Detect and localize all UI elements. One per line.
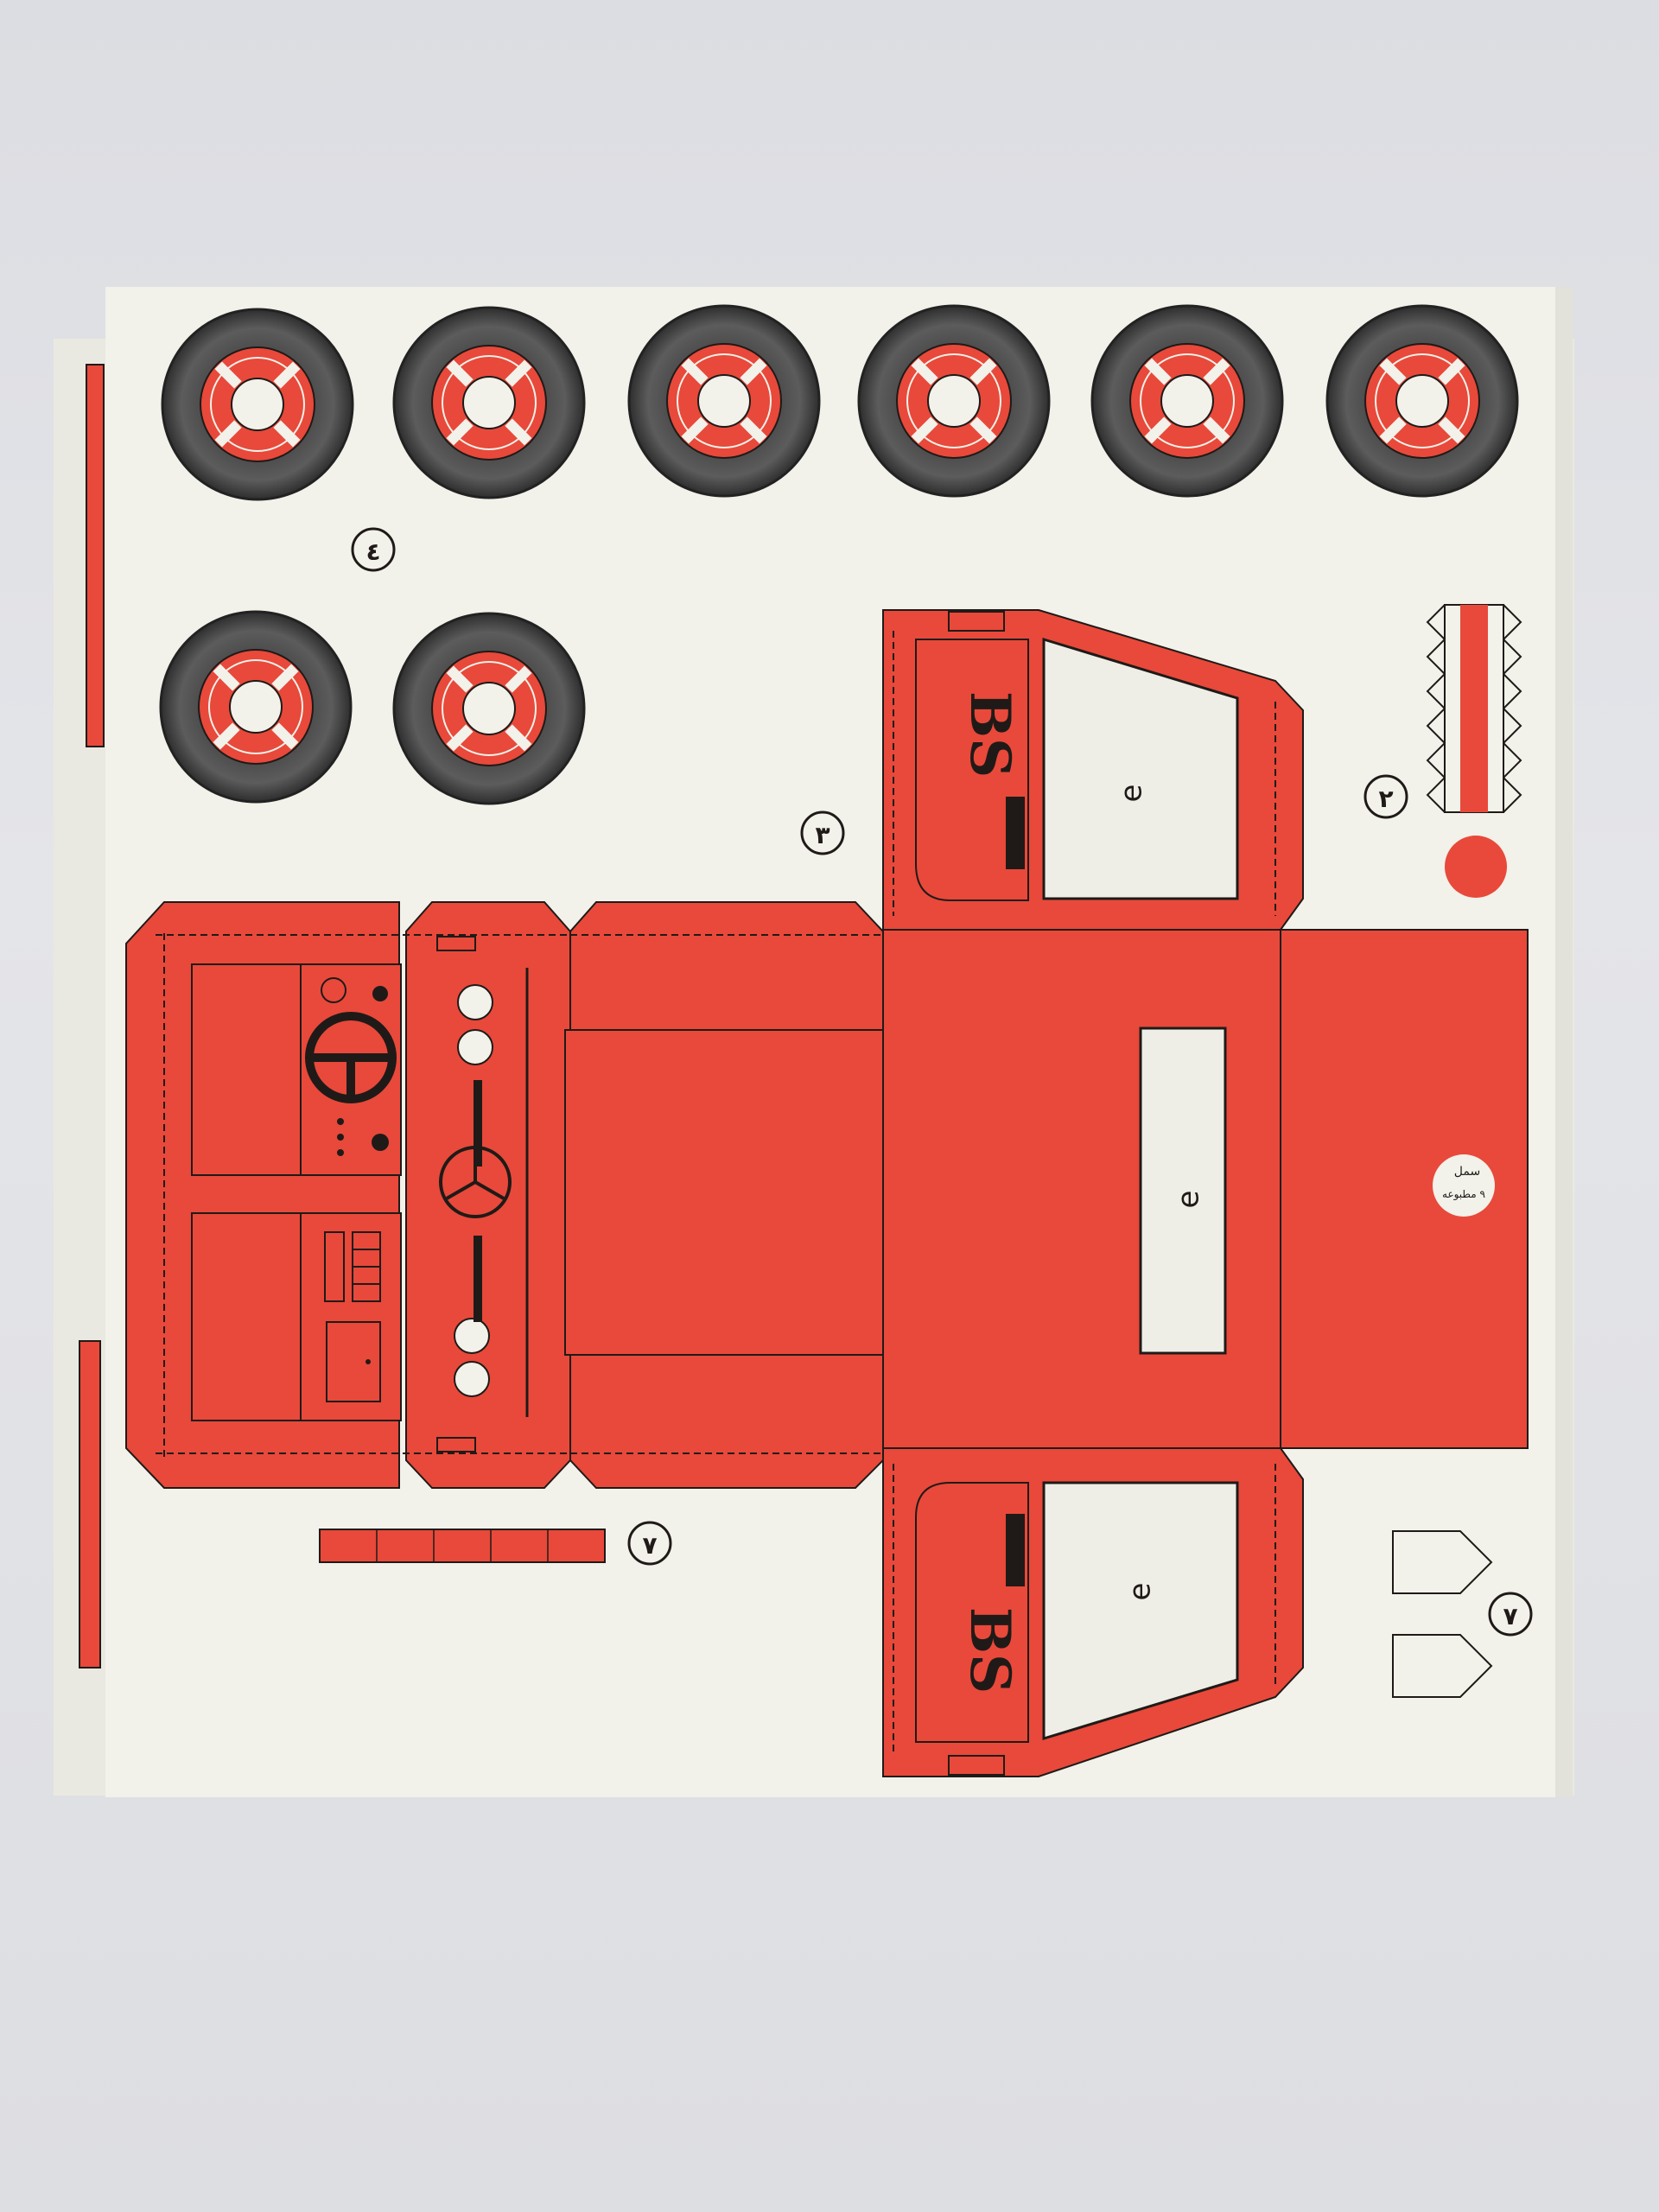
wheel-8: [392, 612, 586, 805]
edge-strip-top: [86, 364, 105, 747]
part-number-4: ٧: [642, 1531, 657, 1560]
headlight-icon: [457, 984, 493, 1020]
roof-window-glyph: ə: [1174, 1191, 1209, 1209]
wheel-4: [857, 304, 1051, 498]
zigzag-part: [1426, 604, 1522, 813]
wheel-6: [1325, 304, 1519, 498]
wheels-group: [159, 304, 1519, 805]
part-number-2: ٣: [815, 821, 830, 849]
door-marking-bottom: BS: [957, 1607, 1022, 1694]
badge-sticker: [1433, 1154, 1495, 1217]
part-number-3: ٢: [1378, 785, 1393, 813]
pennant-parts: [1392, 1530, 1493, 1698]
gauge-icon: [321, 977, 346, 1003]
badge-line-2: ٩ مطبوعه: [1442, 1188, 1485, 1201]
wheel-2: [392, 306, 586, 499]
badge-line-1: سمل: [1454, 1165, 1480, 1179]
round-red-disc: [1445, 836, 1507, 898]
wheel-5: [1090, 304, 1284, 498]
part-number-markers: ٤ ٣ ٢ ٧ ٧: [351, 527, 1533, 1637]
small-strip-part: [319, 1529, 606, 1563]
van-body-net: [125, 609, 1529, 1777]
door-window-glyph-bottom: ə: [1126, 1583, 1160, 1601]
paper-shadow-edge: [1555, 287, 1573, 1797]
star-emblem-icon: [439, 1146, 512, 1218]
roof-window: [1139, 1027, 1227, 1355]
door-marking-top: BS: [957, 691, 1022, 778]
door-window-glyph-top: ə: [1117, 785, 1152, 803]
part-number-5: ٧: [1503, 1602, 1517, 1630]
part-number-1: ٤: [365, 537, 380, 566]
edge-strip-bottom: [79, 1340, 101, 1669]
glovebox-icon: [326, 1321, 381, 1402]
knob-icon: [372, 986, 388, 1001]
wheel-3: [627, 304, 821, 498]
wheel-7: [159, 610, 353, 804]
wheel-1: [161, 308, 354, 501]
radio-icon: [324, 1231, 345, 1302]
